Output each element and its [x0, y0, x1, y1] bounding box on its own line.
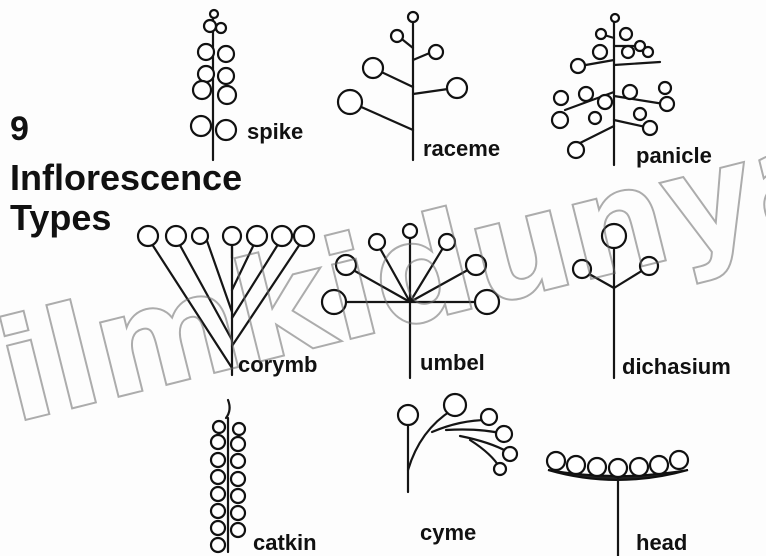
title-line-1: Inflorescence: [10, 157, 242, 198]
spike-inflorescence-icon: [191, 10, 236, 160]
label-spike: spike: [247, 119, 303, 144]
watermark-text: ilmkidunya: [0, 88, 766, 456]
label-head: head: [636, 530, 687, 555]
label-cyme: cyme: [420, 520, 476, 545]
label-raceme: raceme: [423, 136, 500, 161]
title-number: 9: [10, 110, 29, 148]
label-dichasium: dichasium: [622, 354, 731, 379]
label-catkin: catkin: [253, 530, 317, 555]
title-line-2: Types: [10, 197, 111, 238]
watermark: ilmkidunya: [0, 88, 766, 456]
catkin-inflorescence-icon: [211, 400, 245, 552]
cyme-inflorescence-icon: [398, 394, 517, 492]
